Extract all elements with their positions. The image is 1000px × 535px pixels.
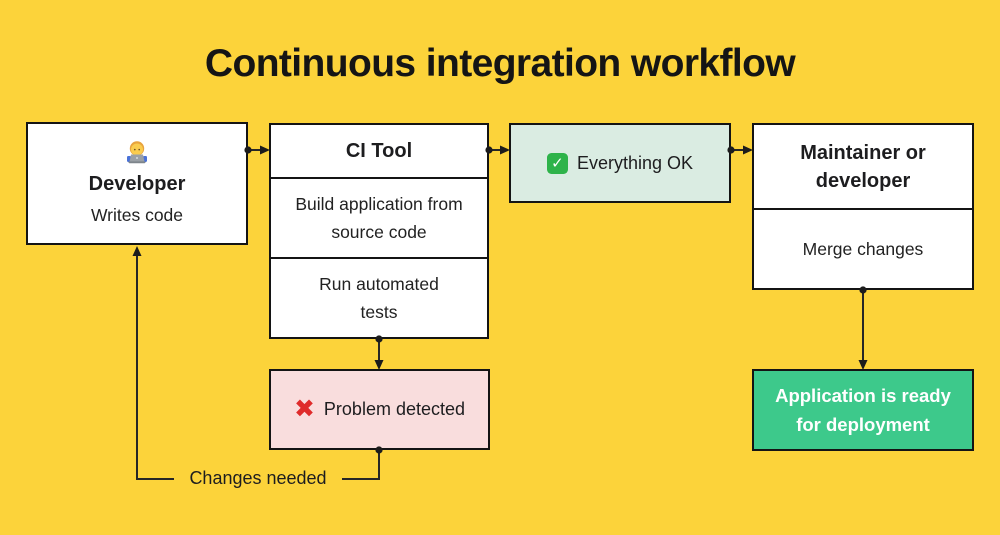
problem-detected-label: Problem detected: [323, 399, 466, 419]
technologist-emoji-icon: [127, 140, 147, 163]
problem-detected-node: ✖ Problem detected: [269, 369, 490, 450]
developer-node: Developer Writes code: [26, 122, 248, 245]
ci-tool-header: CI Tool: [271, 125, 487, 177]
ci-tool-title: CI Tool: [345, 140, 413, 162]
everything-ok-node: ✓ Everything OK: [509, 123, 731, 203]
maintainer-node: Maintainer or developer Merge changes: [752, 123, 974, 290]
ci-tool-step-build-label: Build application from source code: [295, 194, 463, 242]
maintainer-merge-section: Merge changes: [754, 208, 972, 288]
everything-ok-body: ✓ Everything OK: [511, 125, 729, 201]
connector-problem-to-label: [342, 450, 380, 480]
deployment-node: Application is ready for deployment: [752, 369, 974, 451]
ci-tool-step-tests-label: Run automated tests: [319, 274, 439, 322]
problem-detected-body: ✖ Problem detected: [271, 371, 488, 448]
ci-tool-step-build: Build application from source code: [271, 177, 487, 257]
ci-tool-node: CI Tool Build application from source co…: [269, 123, 489, 339]
developer-node-body: Developer Writes code: [28, 124, 246, 243]
changes-needed-label: Changes needed: [189, 468, 327, 488]
deployment-body: Application is ready for deployment: [754, 371, 972, 449]
ci-tool-step-tests: Run automated tests: [271, 257, 487, 337]
page-title: Continuous integration workflow: [204, 42, 796, 85]
maintainer-header: Maintainer or developer: [754, 125, 972, 208]
developer-subtitle: Writes code: [90, 204, 184, 225]
deployment-label: Application is ready for deployment: [775, 385, 951, 435]
developer-title: Developer: [88, 172, 186, 195]
everything-ok-label: Everything OK: [576, 152, 694, 173]
check-mark-emoji-icon: ✓: [546, 152, 568, 174]
connector-label-to-developer: [136, 252, 174, 480]
maintainer-title: Maintainer or developer: [800, 141, 926, 192]
cross-mark-emoji-icon: ✖: [293, 395, 315, 423]
arrowhead-into-developer: [132, 246, 142, 256]
maintainer-subtitle: Merge changes: [802, 239, 924, 259]
